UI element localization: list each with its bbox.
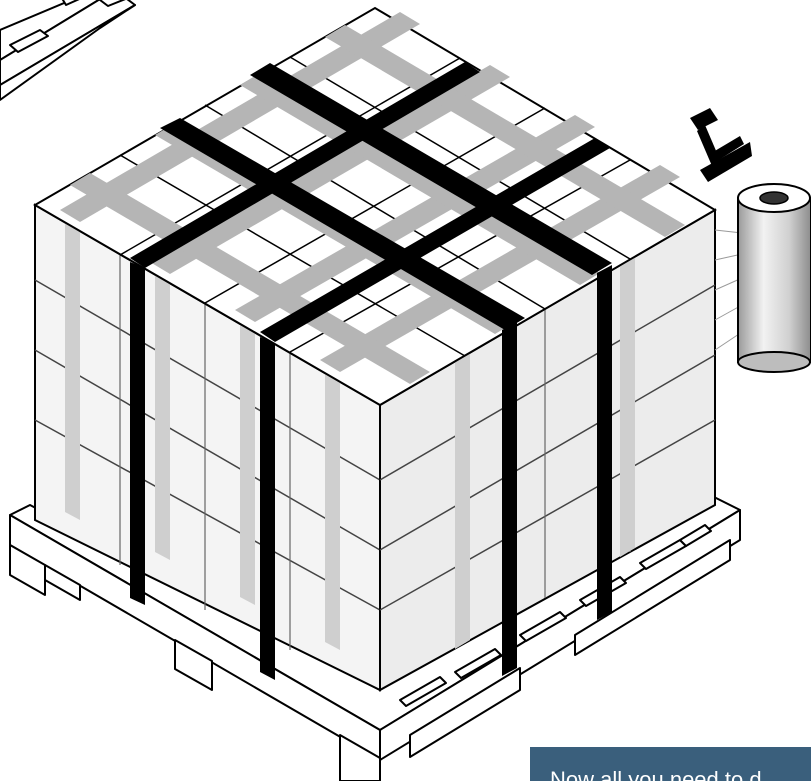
caption-text: Now all you need to d: [550, 769, 762, 781]
film-roll: [738, 184, 811, 372]
background-pallet: [0, 0, 135, 100]
caption-banner: Now all you need to d: [530, 747, 811, 781]
rotate-arrow-icon: [690, 108, 752, 182]
